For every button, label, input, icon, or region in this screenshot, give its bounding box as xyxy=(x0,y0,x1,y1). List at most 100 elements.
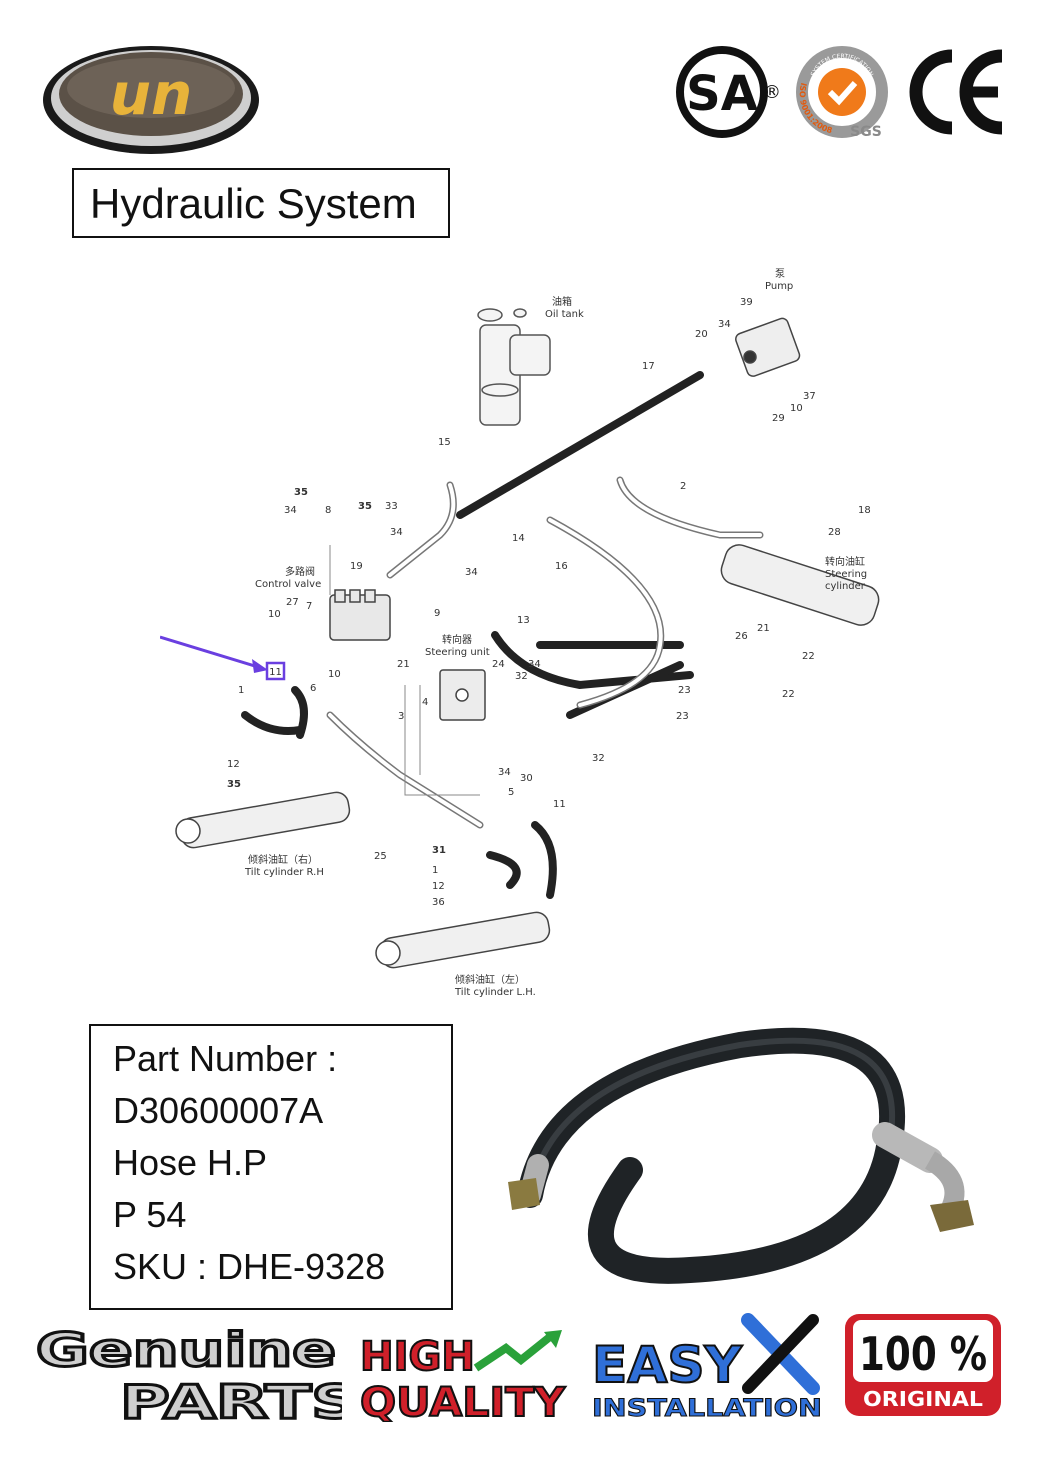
callout-34: 34 xyxy=(390,527,403,538)
svg-text:倾斜油缸（左）: 倾斜油缸（左） xyxy=(455,973,525,986)
svg-text:HIGH: HIGH xyxy=(360,1334,475,1380)
part-number-label: Part Number : xyxy=(113,1038,338,1079)
callout-33: 33 xyxy=(385,501,398,512)
hose-photo xyxy=(490,1020,990,1310)
callout-10: 10 xyxy=(328,669,341,680)
callout-34: 34 xyxy=(718,319,731,330)
callout-8: 8 xyxy=(325,505,331,516)
svg-text:cylinder: cylinder xyxy=(825,581,866,592)
csa-icon: SA ® xyxy=(676,44,784,140)
callout-15: 15 xyxy=(438,437,451,448)
highlight-callout: 11 xyxy=(269,667,282,678)
callout-21: 21 xyxy=(397,659,410,670)
callout-9: 9 xyxy=(434,608,440,619)
part-name: Hose H.P xyxy=(113,1142,268,1183)
svg-text:100 %: 100 % xyxy=(859,1327,987,1381)
svg-text:Steering unit: Steering unit xyxy=(425,647,490,658)
callout-13: 13 xyxy=(517,615,530,626)
svg-text:ORIGINAL: ORIGINAL xyxy=(863,1387,983,1411)
callout-35: 35 xyxy=(294,487,308,498)
callout-39: 39 xyxy=(740,297,753,308)
svg-text:Control valve: Control valve xyxy=(255,579,321,590)
part-number: D30600007A xyxy=(113,1090,324,1131)
callout-7: 7 xyxy=(306,601,312,612)
callout-30: 30 xyxy=(520,773,533,784)
callout-3: 3 xyxy=(398,711,404,722)
part-page: P 54 xyxy=(113,1194,187,1235)
callout-1: 1 xyxy=(432,865,438,876)
callout-5: 5 xyxy=(508,787,514,798)
callout-17: 17 xyxy=(642,361,655,372)
callout-22: 22 xyxy=(802,651,815,662)
highlight-box xyxy=(265,661,286,681)
callout-20: 20 xyxy=(695,329,708,340)
callout-18: 18 xyxy=(858,505,871,516)
callout-36: 36 xyxy=(432,897,445,908)
genuine-parts-badge: Genuine PARTS xyxy=(30,1320,362,1431)
callout-29: 29 xyxy=(772,413,785,424)
callout-35: 35 xyxy=(227,779,241,790)
callout-16: 16 xyxy=(555,561,568,572)
callout-21: 21 xyxy=(757,623,770,634)
svg-text:EASY: EASY xyxy=(592,1336,743,1394)
easy-installation-badge: EASY INSTALLATION xyxy=(588,1310,826,1423)
callout-34: 34 xyxy=(528,659,541,670)
callout-14: 14 xyxy=(512,533,525,544)
hydraulic-diagram: 泵 Pump 油箱 Oil tank 多路阀 Control valve 转向器… xyxy=(159,265,900,1005)
callout-23: 23 xyxy=(678,685,691,696)
callout-23: 23 xyxy=(676,711,689,722)
svg-text:SGS: SGS xyxy=(850,124,882,140)
callout-34: 34 xyxy=(284,505,297,516)
callout-34: 34 xyxy=(465,567,478,578)
steering-unit xyxy=(439,669,486,721)
callout-25: 25 xyxy=(374,851,387,862)
callout-28: 28 xyxy=(828,527,841,538)
svg-text:Oil tank: Oil tank xyxy=(545,309,584,320)
callout-4: 4 xyxy=(422,697,428,708)
callout-19: 19 xyxy=(350,561,363,572)
callout-27: 27 xyxy=(286,597,299,608)
callout-31: 31 xyxy=(432,845,446,856)
svg-text:转向油缸: 转向油缸 xyxy=(825,555,865,568)
svg-text:SA: SA xyxy=(686,66,758,122)
callout-11: 11 xyxy=(553,799,566,810)
svg-text:INSTALLATION: INSTALLATION xyxy=(592,1394,822,1422)
page-title: Hydraulic System xyxy=(90,180,417,227)
svg-text:Steering: Steering xyxy=(825,569,867,580)
high-quality-badge: HIGH QUALITY xyxy=(356,1328,570,1427)
brand-logo-text: un xyxy=(110,60,193,128)
svg-text:转向器: 转向器 xyxy=(442,633,472,646)
callout-32: 32 xyxy=(515,671,528,682)
callout-32: 32 xyxy=(592,753,605,764)
tilt-cylinder-lh xyxy=(375,911,551,969)
svg-text:PARTS: PARTS xyxy=(120,1375,342,1425)
steering-cylinder xyxy=(720,544,880,626)
callout-34: 34 xyxy=(498,767,511,778)
callout-2: 2 xyxy=(680,481,686,492)
callout-35: 35 xyxy=(358,501,372,512)
svg-text:Tilt cylinder R.H: Tilt cylinder R.H xyxy=(244,867,324,878)
part-info-box: Part Number : D30600007A Hose H.P P 54 S… xyxy=(89,1024,453,1310)
control-valve xyxy=(329,589,391,641)
callout-24: 24 xyxy=(492,659,505,670)
svg-text:Tilt cylinder L.H.: Tilt cylinder L.H. xyxy=(454,987,536,998)
title-box: Hydraulic System xyxy=(72,168,450,238)
original-badge: 100 % ORIGINAL xyxy=(843,1312,1003,1418)
part-sku: SKU : DHE-9328 xyxy=(113,1246,386,1287)
svg-text:倾斜油缸（右）: 倾斜油缸（右） xyxy=(248,853,318,866)
callout-6: 6 xyxy=(310,683,316,694)
callout-12: 12 xyxy=(227,759,240,770)
tools-icon xyxy=(741,1313,820,1395)
brand-logo: un xyxy=(40,40,262,156)
ce-icon xyxy=(906,46,1008,138)
callout-12: 12 xyxy=(432,881,445,892)
callout-26: 26 xyxy=(735,631,748,642)
svg-text:泵: 泵 xyxy=(775,268,785,280)
oil-tank xyxy=(477,308,551,426)
tilt-cylinder-rh xyxy=(175,791,351,849)
svg-text:QUALITY: QUALITY xyxy=(360,1380,566,1422)
callout-22: 22 xyxy=(782,689,795,700)
callout-37: 37 xyxy=(803,391,816,402)
pump xyxy=(735,317,801,377)
